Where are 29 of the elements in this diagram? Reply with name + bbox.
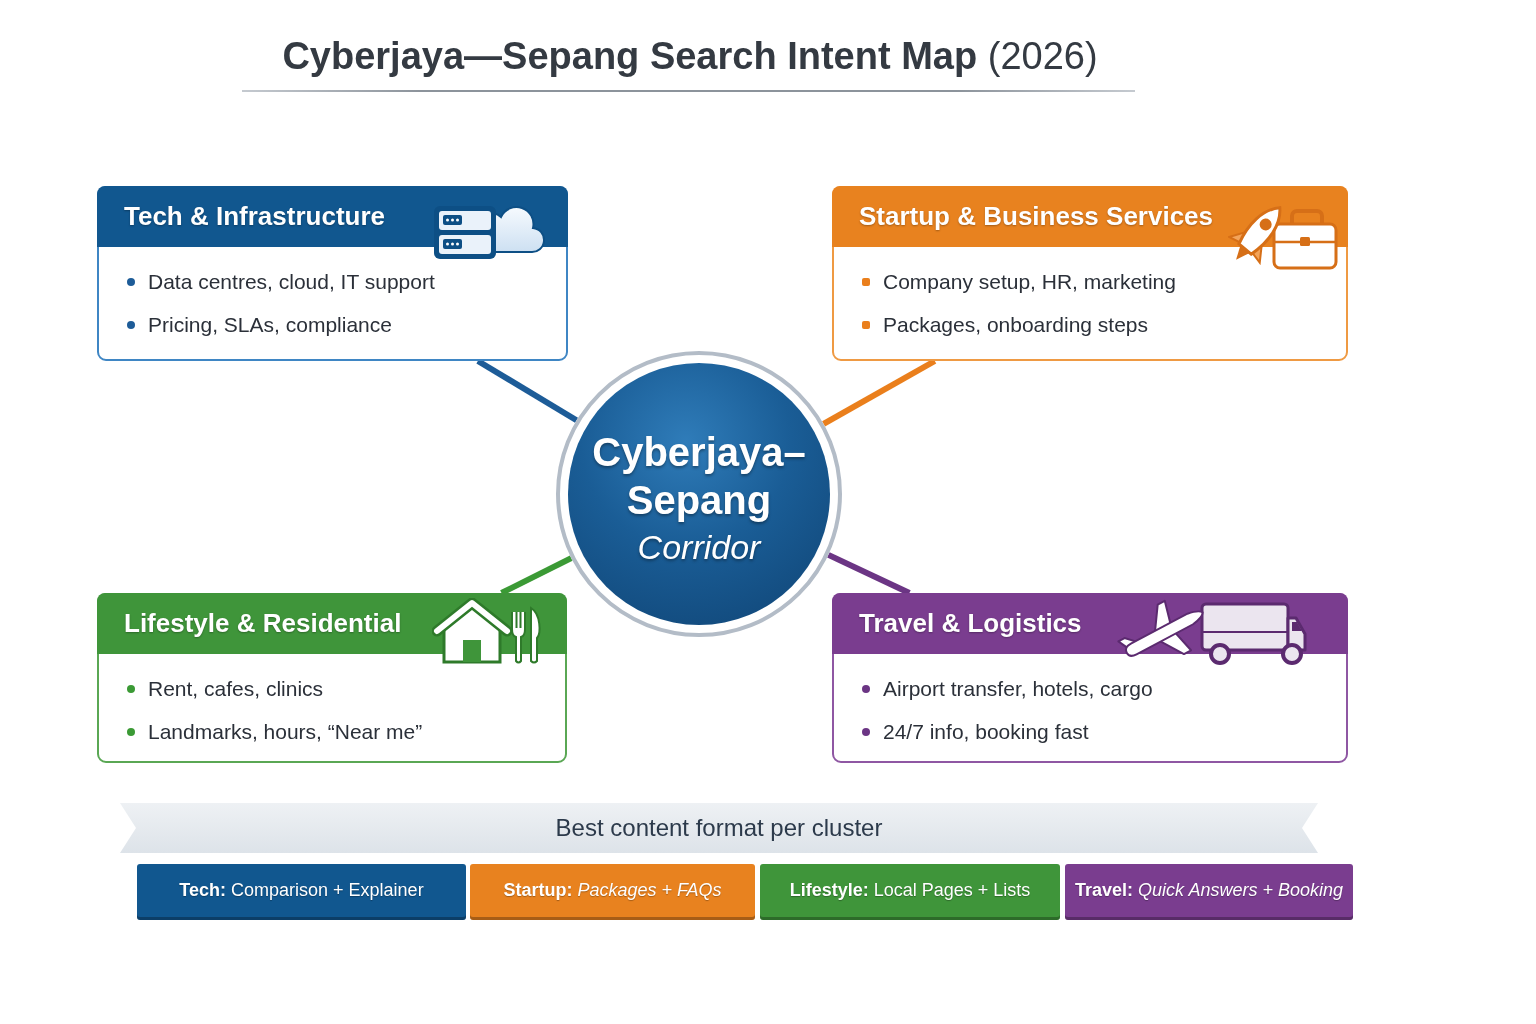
card-title: Startup & Business Services xyxy=(859,201,1214,232)
category-card xyxy=(97,186,568,361)
connector-line xyxy=(827,552,911,596)
hub-subtitle: Corridor xyxy=(637,527,761,568)
category-card xyxy=(832,186,1348,361)
category-card xyxy=(97,593,567,763)
banner-text: Best content format per cluster xyxy=(555,814,883,842)
connector-line xyxy=(476,358,579,423)
bullet-text: Data centres, cloud, IT support xyxy=(148,270,435,294)
bullet-text: Pricing, SLAs, compliance xyxy=(148,313,392,337)
ribbon-banner xyxy=(120,803,1318,853)
format-tag: Startup: Packages + FAQs xyxy=(470,864,755,920)
format-tag: Travel: Quick Answers + Booking xyxy=(1065,864,1353,920)
connector-line xyxy=(500,555,573,596)
bullet-text: Rent, cafes, clinics xyxy=(148,677,324,701)
bullet-text: Airport transfer, hotels, cargo xyxy=(883,677,1153,701)
connector-line xyxy=(822,358,937,427)
bullet-text: 24/7 info, booking fast xyxy=(883,720,1089,744)
diagram-title: Cyberjaya—Sepang Search Intent Map (2026) xyxy=(282,34,1098,79)
card-title: Travel & Logistics xyxy=(859,608,1082,639)
card-title: Lifestyle & Residential xyxy=(124,608,402,639)
format-tag: Tech: Comparison + Explainer xyxy=(137,864,466,920)
bullet-text: Company setup, HR, marketing xyxy=(883,270,1176,294)
bullet-text: Packages, onboarding steps xyxy=(883,313,1148,337)
hub-title: Cyberjaya–Sepang xyxy=(591,429,807,524)
format-tag: Lifestyle: Local Pages + Lists xyxy=(760,864,1060,920)
bullet-text: Landmarks, hours, “Near me” xyxy=(148,720,423,744)
card-title: Tech & Infrastructure xyxy=(124,201,385,232)
category-card xyxy=(832,593,1348,763)
